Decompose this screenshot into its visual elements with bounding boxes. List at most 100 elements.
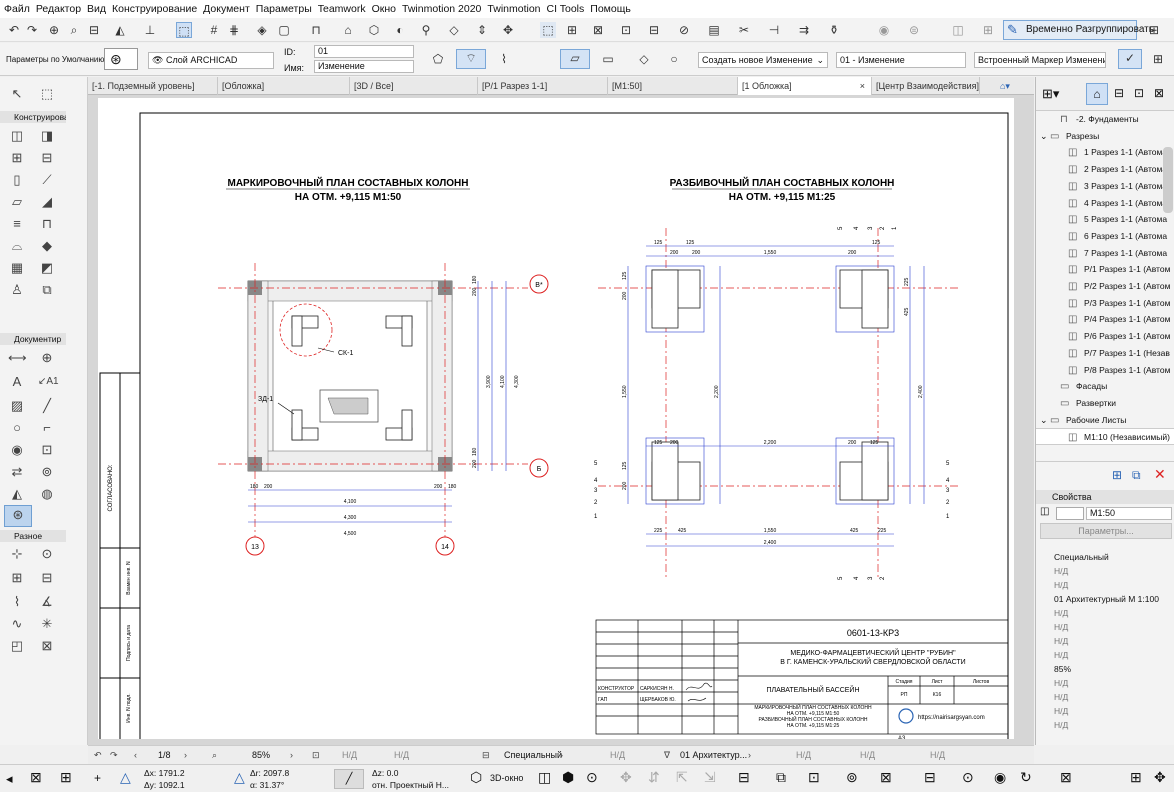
special-arrow-icon[interactable]: › (560, 750, 563, 760)
line-icon[interactable]: ╱ (43, 398, 51, 413)
render-icon[interactable]: ◐ (396, 23, 404, 37)
toolbar-more-icon[interactable]: ⊞ (1148, 23, 1160, 37)
delta-icon[interactable]: △ (120, 769, 131, 785)
roof-icon[interactable]: ◢ (42, 194, 52, 209)
status-nd-4[interactable]: Н/Д (796, 750, 812, 760)
drawing-icon[interactable]: ⊡ (41, 442, 53, 457)
tab-layout-cover[interactable]: [1 Обложка]× (738, 77, 872, 95)
move-icon[interactable]: ✥ (502, 23, 514, 37)
prop-nd-10[interactable]: Н/Д (1036, 718, 1174, 732)
navigator-item[interactable]: ◫Р/1 Разрез 1-1 (Автом (1036, 261, 1174, 278)
layer-combo-3d-icon[interactable]: ⧉ (776, 769, 786, 785)
status-nd-3[interactable]: Н/Д (610, 750, 626, 760)
elevation-tool-icon[interactable]: ⊚ (41, 464, 53, 479)
drawing-canvas[interactable]: СОГЛАСОВАНО: Взамен инв. N Подпись и дат… (88, 95, 1034, 745)
menu-item[interactable]: Документ (203, 3, 250, 15)
window-icon[interactable]: ⊞ (11, 150, 23, 165)
nav-prev-icon[interactable]: ◂ (6, 771, 13, 786)
navigator-item[interactable]: ⌄▭Разрезы (1036, 128, 1174, 145)
section-document[interactable]: Документир (0, 333, 66, 345)
clone-icon[interactable]: ⧉ (1132, 468, 1141, 482)
stair-icon[interactable]: ≡ (13, 216, 21, 231)
level-icon[interactable]: ⊕ (41, 350, 53, 365)
teamwork-icon[interactable]: ⌂ (344, 23, 352, 37)
slab-icon[interactable]: ▱ (12, 194, 22, 209)
view-icon[interactable]: ◉ (878, 23, 890, 37)
distribute-icon[interactable]: ⊠ (592, 23, 604, 37)
trace-icon[interactable]: ⊕ (48, 23, 60, 37)
skylight-icon[interactable]: ◩ (40, 260, 54, 275)
navigator-item[interactable]: ◫Р/6 Разрез 1-1 (Автом (1036, 328, 1174, 345)
pentagon-icon[interactable]: ⬠ (432, 52, 444, 66)
marker-icon[interactable]: ⊡ (808, 769, 820, 785)
prop-special[interactable]: Специальный (1036, 550, 1174, 564)
coord-angle[interactable]: α: 31.37° (250, 780, 285, 790)
menu-item[interactable]: Teamwork (317, 3, 366, 15)
tab-menu-icon[interactable]: ⌂▾ (1000, 81, 1010, 91)
view2-icon[interactable]: ⊜ (908, 23, 920, 37)
snap-grid-icon[interactable]: ⊠ (30, 769, 42, 785)
close-icon[interactable]: × (859, 81, 865, 91)
ungroup-button[interactable]: ✎ Временно Разгруппировать (1003, 20, 1154, 40)
layer-arrow-icon[interactable]: › (748, 750, 751, 760)
infobox-more-icon[interactable]: ⊞ (1152, 52, 1164, 66)
history-fwd-icon[interactable]: ↷ (110, 750, 118, 760)
prop-nd-6[interactable]: Н/Д (1036, 648, 1174, 662)
view-map-icon[interactable]: ⊟ (1114, 86, 1125, 100)
sun-icon[interactable]: ✳ (41, 616, 53, 631)
navigator-item[interactable]: ◫Р/8 Разрез 1-1 (Автом (1036, 362, 1174, 379)
find-icon[interactable]: ⌕ (70, 23, 78, 37)
name-field[interactable]: Изменение (314, 60, 414, 73)
guide-icon[interactable]: ⊞ (60, 769, 72, 785)
prev-page-icon[interactable]: ‹ (134, 750, 137, 760)
door-icon[interactable]: ◨ (40, 128, 54, 143)
zoom-icon[interactable]: ⌕ (212, 750, 218, 760)
plane-icon[interactable]: ◇ (449, 23, 459, 37)
fly-icon[interactable]: ⇱ (676, 769, 688, 785)
navigator-item[interactable]: ◫Р/3 Разрез 1-1 (Автом (1036, 295, 1174, 312)
wall-end-icon[interactable]: ⊟ (41, 570, 53, 585)
properties-id-field[interactable] (1056, 507, 1084, 520)
camera-snap-icon[interactable]: ⊙ (962, 769, 974, 785)
zone-icon[interactable]: ♙ (11, 282, 23, 297)
navigator-item[interactable]: ◫4 Разрез 1-1 (Автома (1036, 195, 1174, 212)
polyline-tool-icon[interactable]: ⌐ (43, 420, 51, 435)
morph-icon[interactable]: ◆ (42, 238, 52, 253)
section-toggle-icon[interactable]: ⊠ (1060, 769, 1072, 785)
menu-item[interactable]: Файл (4, 3, 30, 15)
arrow-tool-icon[interactable]: ↖ (11, 86, 23, 101)
defaults-label[interactable]: Параметры по Умолчанию (6, 55, 105, 64)
navigator-item[interactable]: ◫2 Разрез 1-1 (Автома (1036, 161, 1174, 178)
navigator-menu-icon[interactable]: ⊞▾ (1042, 86, 1060, 101)
prop-nd-9[interactable]: Н/Д (1036, 704, 1174, 718)
status-special[interactable]: Специальный (504, 750, 562, 760)
project-map-icon[interactable]: ⌂ (1086, 83, 1108, 105)
filter-icon[interactable]: ⊚ (846, 769, 858, 785)
chevron-down-icon[interactable]: ⌄ (1040, 414, 1048, 425)
cloud-mode-icon[interactable]: ⌔ (456, 49, 486, 69)
prop-layer-combo[interactable]: 01 Архитектурный М 1:100 (1036, 592, 1174, 606)
align-icon[interactable]: ⊞ (566, 23, 578, 37)
redo-icon[interactable]: ↷ (26, 23, 38, 37)
status-layer-combo[interactable]: 01 Архитектур... (680, 750, 748, 760)
figure-icon[interactable]: ◰ (10, 638, 24, 653)
grid-icon[interactable]: # (210, 23, 218, 37)
tab-section[interactable]: [Р/1 Разрез 1-1] (478, 77, 608, 95)
cut-icon[interactable]: ⊠ (880, 769, 892, 785)
menu-item[interactable]: Twinmotion (487, 3, 541, 15)
camera-tool-icon[interactable]: ⊠ (41, 638, 53, 653)
publisher-icon[interactable]: ⊠ (1154, 86, 1165, 100)
next-page-icon[interactable]: › (184, 750, 187, 760)
history-back-icon[interactable]: ↶ (94, 750, 102, 760)
section-design[interactable]: Конструирова (0, 111, 66, 123)
hotspot-icon[interactable]: ◉ (11, 442, 23, 457)
id-field[interactable]: 01 (314, 45, 414, 58)
tab-collab[interactable]: [Центр Взаимодействия] (872, 77, 980, 95)
shell-icon[interactable]: ⌓ (11, 238, 23, 253)
layers-combo-icon[interactable]: ⊟ (482, 750, 490, 760)
mesh-icon[interactable]: ⧉ (42, 282, 52, 297)
fit-icon[interactable]: ⊡ (312, 750, 320, 760)
beam-icon[interactable]: ⟋ (42, 172, 52, 187)
object-icon[interactable]: ⊟ (41, 150, 53, 165)
prop-nd-4[interactable]: Н/Д (1036, 620, 1174, 634)
